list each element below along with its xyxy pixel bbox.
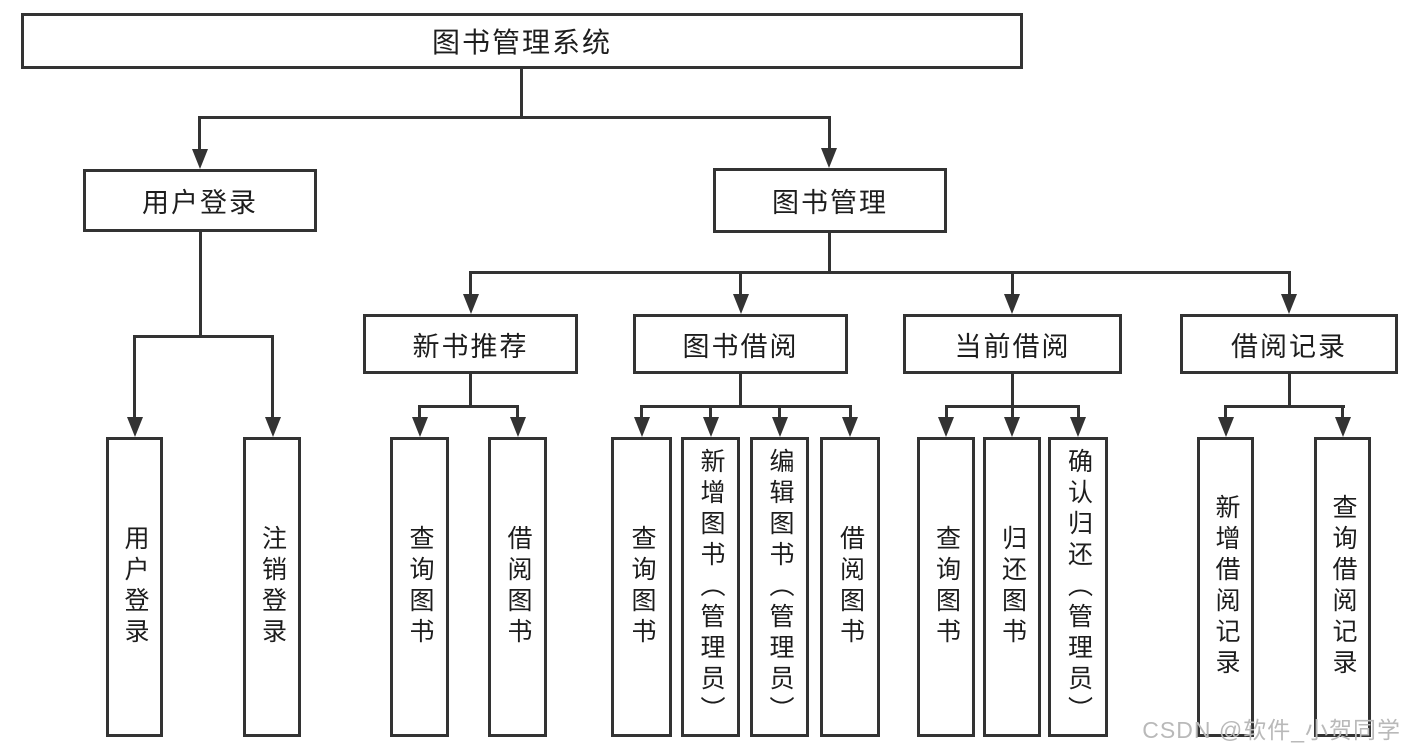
connector-group-rail xyxy=(1224,405,1345,408)
connector-drop-leaf xyxy=(418,405,421,420)
arrow-down-icon xyxy=(842,417,858,437)
connector-drop-group xyxy=(1011,271,1014,297)
node-root-label: 图书管理系统 xyxy=(431,27,612,58)
arrow-down-icon xyxy=(510,417,526,437)
node-book-management: 图书管理 xyxy=(713,168,947,233)
connector-drop-leaf xyxy=(1224,405,1227,420)
node-user-login-label: 用户登录 xyxy=(142,188,258,218)
leaf-borrow-books-recommend: 借阅图书 xyxy=(488,437,547,737)
arrow-down-icon xyxy=(733,294,749,314)
node-borrow-records-label: 借阅记录 xyxy=(1231,331,1347,362)
connector-drop-leaf xyxy=(1341,405,1344,420)
leaf-logout: 注销登录 xyxy=(243,437,301,737)
connector-level2-rail xyxy=(198,116,831,119)
arrow-down-icon xyxy=(1004,294,1020,314)
connector-drop-group xyxy=(469,271,472,297)
arrow-down-icon xyxy=(1218,417,1234,437)
connector-drop-leaf xyxy=(640,405,643,420)
node-borrow-records: 借阅记录 xyxy=(1180,314,1398,374)
connector-user-login-rail xyxy=(133,335,274,338)
arrow-down-icon xyxy=(463,294,479,314)
leaf-add-borrow-record: 新增借阅记录 xyxy=(1197,437,1254,737)
leaf-borrow-books-recommend-label: 借阅图书 xyxy=(504,525,532,649)
node-book-borrow-label: 图书借阅 xyxy=(682,331,799,362)
leaf-confirm-return-admin-label: 确认归还（管理员） xyxy=(1064,447,1093,727)
arrow-down-icon xyxy=(703,417,719,437)
connector-level3-rail xyxy=(469,271,1290,274)
connector-book-management-stub xyxy=(828,233,831,273)
connector-group-rail xyxy=(640,405,851,408)
connector-group-stub xyxy=(469,374,472,407)
leaf-query-books-current-label: 查询图书 xyxy=(932,525,961,649)
leaf-return-book-label: 归还图书 xyxy=(998,525,1027,649)
node-new-book-recommend-label: 新书推荐 xyxy=(412,331,529,362)
connector-drop-leaf xyxy=(709,405,712,420)
leaf-query-books-recommend: 查询图书 xyxy=(390,437,449,737)
arrow-down-icon xyxy=(772,417,788,437)
connector-drop-user-login xyxy=(198,116,201,152)
connector-drop-leaf xyxy=(1011,405,1014,420)
connector-drop-leaf xyxy=(849,405,852,420)
leaf-logout-label: 注销登录 xyxy=(258,525,287,649)
leaf-query-borrow-record-label: 查询借阅记录 xyxy=(1329,494,1357,680)
arrow-down-icon xyxy=(265,417,281,437)
leaf-query-books-current: 查询图书 xyxy=(917,437,975,737)
connector-drop-leaf xyxy=(778,405,781,420)
leaf-user-login-label: 用户登录 xyxy=(121,525,149,649)
node-current-borrow-label: 当前借阅 xyxy=(954,331,1071,362)
leaf-query-books-borrow: 查询图书 xyxy=(611,437,672,737)
leaf-add-book-admin-label: 新增图书（管理员） xyxy=(697,447,725,727)
arrow-down-icon xyxy=(412,417,428,437)
leaf-query-books-borrow-label: 查询图书 xyxy=(628,525,656,649)
arrow-down-icon xyxy=(192,149,208,169)
connector-drop-group xyxy=(739,271,742,297)
connector-group-stub xyxy=(739,374,742,407)
arrow-down-icon xyxy=(634,417,650,437)
connector-drop-book-management xyxy=(828,116,831,152)
arrow-down-icon xyxy=(1070,417,1086,437)
leaf-add-book-admin: 新增图书（管理员） xyxy=(681,437,740,737)
node-book-borrow: 图书借阅 xyxy=(633,314,848,374)
arrow-down-icon xyxy=(821,148,837,168)
leaf-borrow-books: 借阅图书 xyxy=(820,437,880,737)
connector-drop-leaf xyxy=(516,405,519,420)
arrow-down-icon xyxy=(127,417,143,437)
connector-drop-leaf xyxy=(1077,405,1080,420)
connector-drop-leaf xyxy=(133,335,136,420)
arrow-down-icon xyxy=(1281,294,1297,314)
leaf-return-book: 归还图书 xyxy=(983,437,1041,737)
leaf-edit-book-admin-label: 编辑图书（管理员） xyxy=(766,447,794,727)
node-book-management-label: 图书管理 xyxy=(772,188,888,218)
connector-drop-leaf xyxy=(271,335,274,420)
watermark: CSDN @软件_小贺同学 xyxy=(1142,717,1401,743)
connector-group-stub xyxy=(1288,374,1291,407)
leaf-user-login: 用户登录 xyxy=(106,437,163,737)
leaf-confirm-return-admin: 确认归还（管理员） xyxy=(1048,437,1108,737)
connector-group-stub xyxy=(1011,374,1014,407)
node-user-login: 用户登录 xyxy=(83,169,317,232)
arrow-down-icon xyxy=(938,417,954,437)
arrow-down-icon xyxy=(1335,417,1351,437)
leaf-query-books-recommend-label: 查询图书 xyxy=(406,525,434,649)
node-new-book-recommend: 新书推荐 xyxy=(363,314,578,374)
leaf-borrow-books-label: 借阅图书 xyxy=(836,525,865,649)
connector-user-login-stub xyxy=(199,232,202,336)
connector-group-rail xyxy=(418,405,519,408)
connector-root-stub xyxy=(520,69,523,117)
connector-drop-group xyxy=(1288,271,1291,297)
node-current-borrow: 当前借阅 xyxy=(903,314,1122,374)
leaf-query-borrow-record: 查询借阅记录 xyxy=(1314,437,1371,737)
arrow-down-icon xyxy=(1004,417,1020,437)
leaf-edit-book-admin: 编辑图书（管理员） xyxy=(750,437,809,737)
leaf-add-borrow-record-label: 新增借阅记录 xyxy=(1212,494,1240,680)
connector-drop-leaf xyxy=(945,405,948,420)
node-root: 图书管理系统 xyxy=(21,13,1023,69)
